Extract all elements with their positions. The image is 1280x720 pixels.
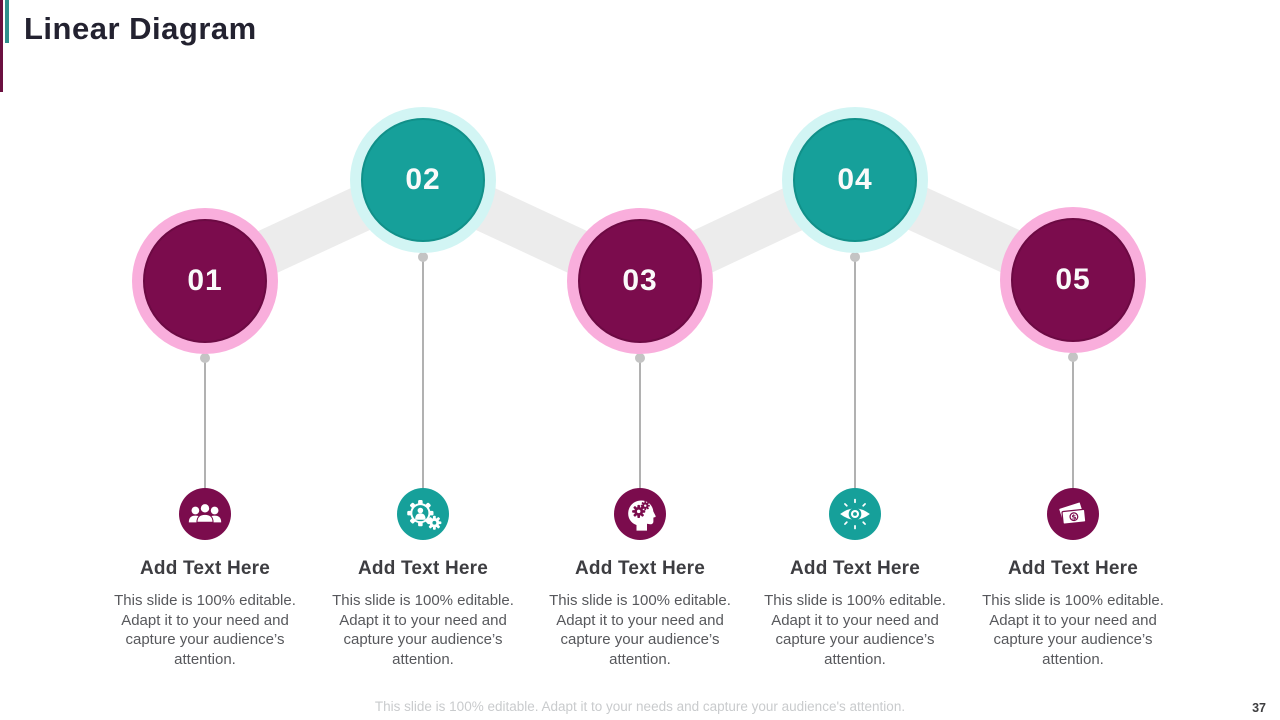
team-icon [179, 488, 231, 540]
step-body: This slide is 100% editable. Adapt it to… [530, 591, 750, 669]
step-circle-01-inner: 01 [143, 219, 267, 343]
eye-icon [829, 488, 881, 540]
accent-bar-magenta [0, 0, 3, 92]
svg-text:$: $ [1071, 513, 1077, 521]
step-heading: Add Text Here [575, 558, 705, 579]
step-number: 05 [1055, 263, 1091, 296]
connector-dot [850, 252, 860, 262]
step-heading: Add Text Here [140, 558, 270, 579]
step-circle-02: 02 [350, 107, 496, 253]
step-circle-05-inner: 05 [1011, 218, 1135, 342]
step-body-text: This slide is 100% editable. Adapt it to… [549, 592, 731, 668]
step-heading: Add Text Here [790, 558, 920, 579]
step-number: 02 [405, 163, 441, 196]
connector-line [854, 257, 856, 490]
step-circle-01: 01 [132, 208, 278, 354]
step-circle-05: 05 [1000, 207, 1146, 353]
footer-note: This slide is 100% editable. Adapt it to… [374, 699, 906, 714]
money-icon: $ [1047, 488, 1099, 540]
step-circle-03-inner: 03 [578, 219, 702, 343]
step-body: This slide is 100% editable. Adapt it to… [745, 591, 965, 669]
user-gear-icon [397, 488, 449, 540]
step-circle-04-inner: 04 [793, 118, 917, 242]
step-number: 03 [622, 264, 658, 297]
connector-line [422, 257, 424, 490]
connector-dot [418, 252, 428, 262]
head-gears-icon [614, 488, 666, 540]
page-number: 37 [1252, 701, 1266, 715]
accent-bar-teal [5, 0, 9, 43]
step-heading: Add Text Here [1008, 558, 1138, 579]
connector-dot [1068, 352, 1078, 362]
step-body-text: This slide is 100% editable. Adapt it to… [114, 592, 296, 668]
step-body-text: This slide is 100% editable. Adapt it to… [332, 592, 514, 668]
step-number: 01 [187, 264, 223, 297]
step-number: 04 [837, 163, 873, 196]
step-heading: Add Text Here [358, 558, 488, 579]
step-body: This slide is 100% editable. Adapt it to… [313, 591, 533, 669]
step-body-text: This slide is 100% editable. Adapt it to… [982, 592, 1164, 668]
connector-line [204, 358, 206, 490]
connector-line [639, 358, 641, 490]
connector-dot [635, 353, 645, 363]
step-circle-02-inner: 02 [361, 118, 485, 242]
connector-line [1072, 357, 1074, 490]
step-circle-03: 03 [567, 208, 713, 354]
connector-dot [200, 353, 210, 363]
step-body: This slide is 100% editable. Adapt it to… [963, 591, 1183, 669]
step-body: This slide is 100% editable. Adapt it to… [95, 591, 315, 669]
page-title: Linear Diagram [24, 11, 257, 46]
step-body-text: This slide is 100% editable. Adapt it to… [764, 592, 946, 668]
step-circle-04: 04 [782, 107, 928, 253]
